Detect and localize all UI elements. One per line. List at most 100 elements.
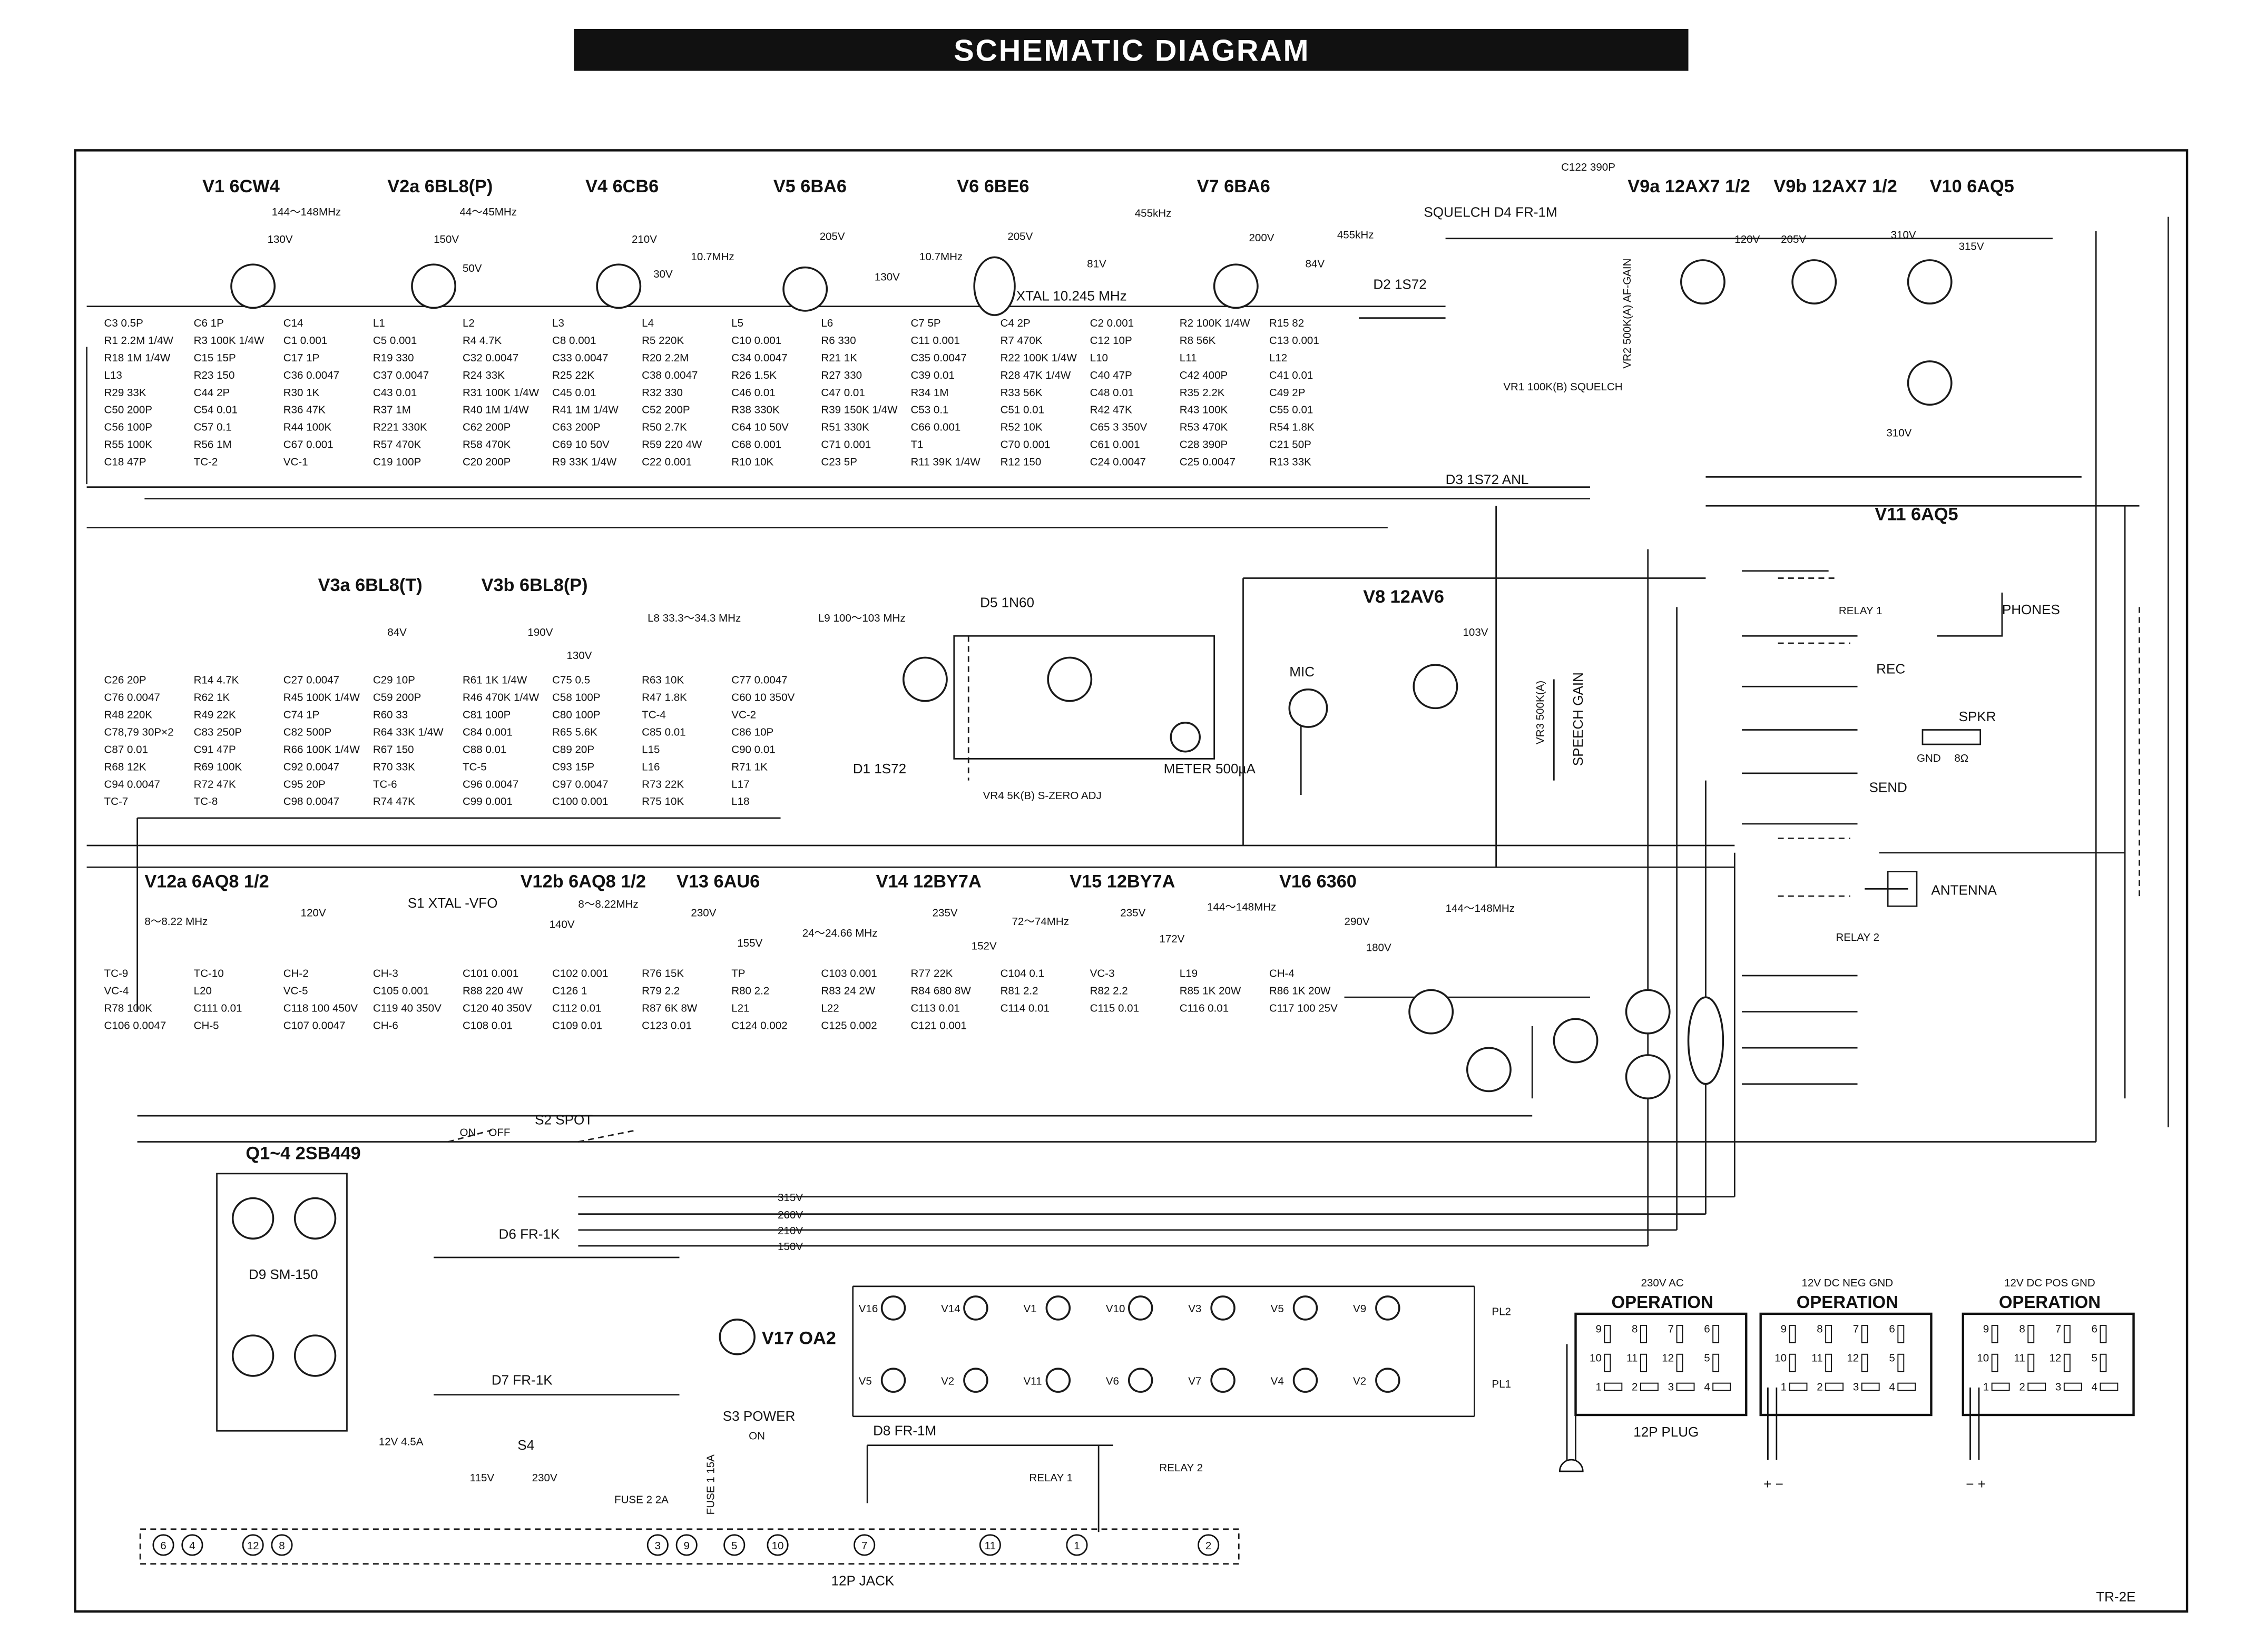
voltage-label: 310V xyxy=(1891,229,1916,241)
component-label: TC-4 xyxy=(642,709,666,721)
component-label: C109 0.01 xyxy=(552,1019,602,1031)
component-label: C112 0.01 xyxy=(552,1002,601,1015)
tube-v3a xyxy=(902,656,948,702)
plug-pin xyxy=(1640,1324,1647,1343)
meter-symbol xyxy=(1170,722,1201,753)
component-label: C88 0.01 xyxy=(463,743,506,755)
heater-symbol xyxy=(1128,1295,1153,1321)
component-label: R82 2.2 xyxy=(1090,985,1128,997)
voltage-label: 50V xyxy=(463,262,482,274)
component-label: C62 200P xyxy=(463,421,511,434)
component-label: C115 0.01 xyxy=(1090,1002,1139,1015)
component-label: C98 0.0047 xyxy=(283,795,339,808)
tube-v7 xyxy=(1213,263,1259,309)
component-label: R68 12K xyxy=(104,761,146,773)
component-label: R77 22K xyxy=(910,968,953,980)
jack-pin xyxy=(675,1534,698,1556)
plug-pin xyxy=(2027,1382,2046,1391)
component-label: C43 0.01 xyxy=(373,387,417,399)
heater-tube-label: V6 xyxy=(1106,1375,1119,1387)
jack-pin xyxy=(181,1534,203,1556)
component-label: TC-7 xyxy=(104,795,129,808)
heater-symbol xyxy=(1128,1368,1153,1393)
s2-spot-switch[interactable]: S2 SPOT xyxy=(535,1112,593,1128)
component-label: C64 10 50V xyxy=(731,421,789,434)
antenna-connector[interactable]: ANTENNA xyxy=(1931,882,1997,898)
phones-jack[interactable]: PHONES xyxy=(2002,602,2060,617)
vr3-label: VR3 500K(A) xyxy=(1534,681,1546,744)
component-label: C7 5P xyxy=(910,317,940,329)
label-v8: V8 12AV6 xyxy=(1363,587,1444,607)
bus-voltage: 150V xyxy=(778,1241,803,1253)
plug-pin-number: 4 xyxy=(1889,1381,1895,1393)
heater-string: RELAY 1 RELAY 2 PL2 PL1 V16V5V14V2V1V11V… xyxy=(859,1295,1511,1484)
spkr-label: SPKR xyxy=(1959,709,1996,724)
fuse2-label: FUSE 2 2A xyxy=(614,1493,669,1506)
jack-pin xyxy=(767,1534,789,1556)
heater-tube-label: V1 xyxy=(1023,1303,1036,1315)
component-label: C17 1P xyxy=(283,352,320,364)
heater-tube-label: V7 xyxy=(1188,1375,1201,1387)
component-label: C101 0.001 xyxy=(463,968,518,980)
freq-label: 10.7MHz xyxy=(919,251,963,263)
component-label: R71 1K xyxy=(731,761,768,773)
plug-pin-number: 2 xyxy=(1632,1381,1638,1393)
relay1-coil: RELAY 1 xyxy=(1029,1472,1073,1484)
s3-power-switch[interactable]: S3 POWER xyxy=(723,1408,796,1424)
component-label: R22 100K 1/4W xyxy=(1001,352,1077,364)
component-label: R70 33K xyxy=(373,761,415,773)
component-label: R36 47K xyxy=(283,404,326,416)
component-label: C121 0.001 xyxy=(910,1019,966,1031)
diode-d7: D7 FR-1K xyxy=(492,1372,553,1388)
operation-title: OPERATION xyxy=(1999,1292,2101,1312)
component-label: C108 0.01 xyxy=(463,1019,513,1031)
plug-pin-number: 5 xyxy=(2092,1352,2097,1364)
component-label: R61 1K 1/4W xyxy=(463,674,527,686)
component-label: R15 82 xyxy=(1269,317,1304,329)
voltage-label: 230V xyxy=(691,907,716,919)
component-label: C77 0.0047 xyxy=(731,674,787,686)
relay2-label: RELAY 2 xyxy=(1836,931,1879,943)
jack-pin-number: 2 xyxy=(1205,1540,1211,1552)
label-v10: V10 6AQ5 xyxy=(1930,176,2014,196)
component-label: R41 1M 1/4W xyxy=(552,404,619,416)
label-v7: V7 6BA6 xyxy=(1197,176,1270,196)
component-label: C70 0.001 xyxy=(1001,439,1051,451)
plug-pin-number: 11 xyxy=(1626,1352,1638,1364)
component-label: L4 xyxy=(642,317,654,329)
component-label: C28 390P xyxy=(1180,439,1228,451)
gnd-terminal[interactable]: GND xyxy=(1917,752,1941,764)
voltage-label: 235V xyxy=(933,907,958,919)
freq-label: 455kHz xyxy=(1337,229,1374,241)
operation-subtitle: 12V DC POS GND xyxy=(2004,1277,2095,1289)
component-label: R29 33K xyxy=(104,387,146,399)
jack-pin-number: 6 xyxy=(160,1540,166,1552)
tube-v13 xyxy=(1553,1018,1599,1064)
plug-outline xyxy=(1574,1312,1748,1417)
bus-voltage: 210V xyxy=(778,1225,803,1237)
voltage-label: 120V xyxy=(1734,233,1760,245)
fuse1-label: FUSE 1 15A xyxy=(704,1454,717,1515)
plug-pin-number: 1 xyxy=(1595,1381,1601,1393)
plug-pin-number: 8 xyxy=(2019,1323,2025,1335)
component-label: R50 2.7K xyxy=(642,421,687,434)
component-label: C46 0.01 xyxy=(731,387,775,399)
tube-v17 xyxy=(719,1319,756,1355)
plug-pin-number: 9 xyxy=(1983,1323,1989,1335)
plug-pin xyxy=(2100,1382,2119,1391)
component-label: R58 470K xyxy=(463,439,511,451)
component-label: C4 2P xyxy=(1001,317,1031,329)
component-label: VC-4 xyxy=(104,985,129,997)
diode-d1: D1 1S72 xyxy=(853,761,906,776)
freq-label: 10.7MHz xyxy=(691,251,734,263)
component-label: C11 0.001 xyxy=(910,335,959,347)
component-label: R55 100K xyxy=(104,439,153,451)
diode-d4: SQUELCH D4 FR-1M xyxy=(1424,204,1557,220)
s1-switch-label[interactable]: S1 XTAL -VFO xyxy=(408,895,498,911)
speaker-terminal[interactable]: 8Ω xyxy=(1954,752,1968,764)
pl1-lamp: PL1 xyxy=(1492,1378,1511,1390)
